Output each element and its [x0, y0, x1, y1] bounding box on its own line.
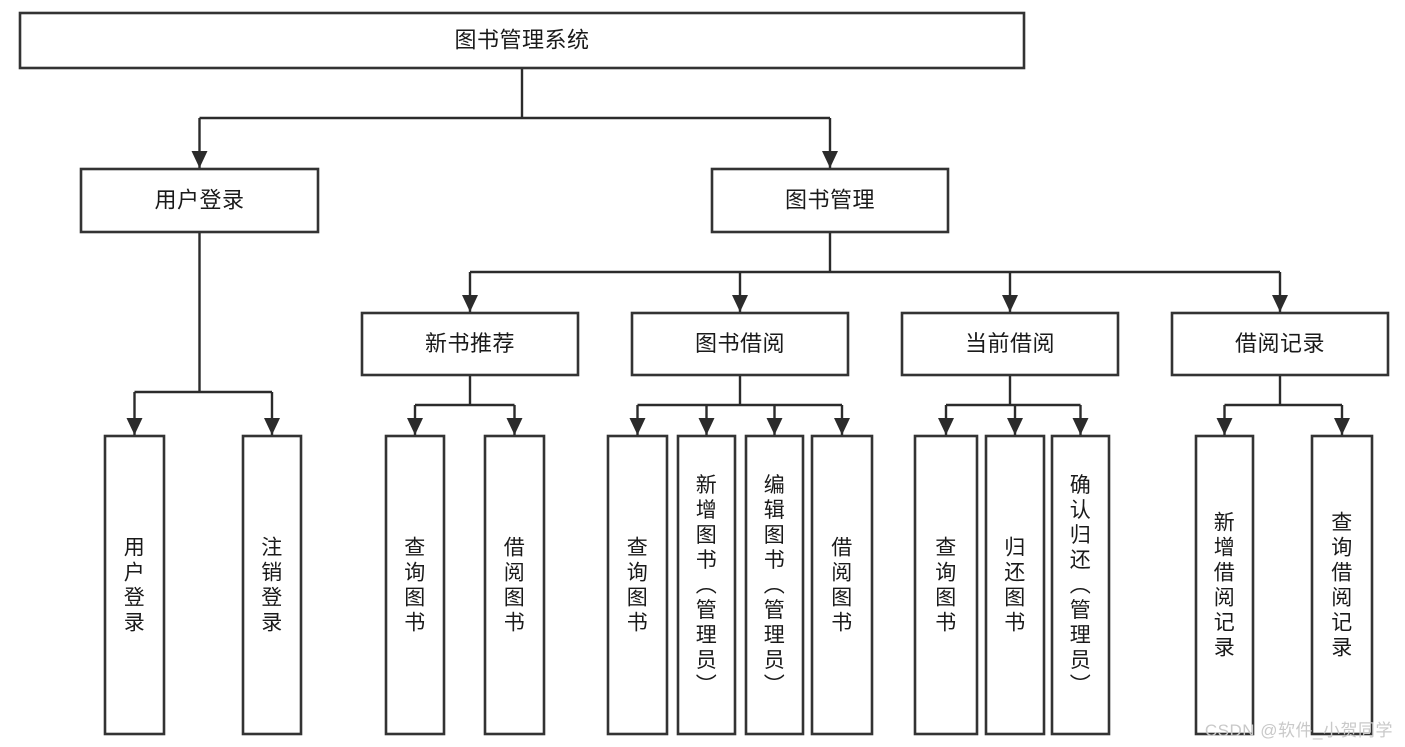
node-label: 查询图书	[935, 537, 957, 635]
node-label: 用户登录	[154, 187, 244, 212]
nodes-layer: 图书管理系统用户登录图书管理新书推荐图书借阅当前借阅借阅记录用户登录注销登录查询…	[18, 11, 1390, 736]
edge-arrowhead	[1072, 418, 1089, 435]
node-label: 归还图书	[1004, 537, 1026, 635]
edge-group-book-manage	[462, 232, 1288, 312]
node-root-图书管理系统-0[interactable]: 图书管理系统	[18, 11, 1026, 70]
edge-arrowhead	[698, 418, 715, 435]
node-l3-新书推荐-0[interactable]: 新书推荐	[360, 311, 580, 377]
node-label: 新增图书︵管理员︶	[696, 474, 718, 697]
node-leaf-查询借阅记录-12[interactable]: 查询借阅记录	[1310, 434, 1374, 736]
edges-layer	[126, 68, 1350, 435]
node-leaf-用户登录-0[interactable]: 用户登录	[103, 434, 166, 736]
node-box[interactable]	[384, 434, 446, 736]
node-leaf-新增借阅记录-11[interactable]: 新增借阅记录	[1194, 434, 1255, 736]
node-leaf-查询图书-4[interactable]: 查询图书	[606, 434, 669, 736]
edge-arrowhead	[191, 151, 208, 168]
node-label: 借阅图书	[831, 537, 853, 635]
node-label: 查询图书	[627, 537, 649, 635]
node-label: 借阅记录	[1235, 331, 1325, 356]
edge-arrowhead	[506, 418, 523, 435]
node-label: 编辑图书︵管理员︶	[764, 474, 786, 697]
node-l3-图书借阅-1[interactable]: 图书借阅	[630, 311, 850, 377]
node-box[interactable]	[241, 434, 303, 736]
node-l2-用户登录-0[interactable]: 用户登录	[79, 167, 320, 234]
node-box[interactable]	[18, 11, 1026, 70]
node-leaf-查询图书-8[interactable]: 查询图书	[913, 434, 979, 736]
node-label: 确认归还︵管理员︶	[1070, 474, 1092, 697]
edge-arrowhead	[822, 151, 838, 168]
edge-arrowhead	[462, 295, 478, 312]
node-box[interactable]	[744, 434, 805, 736]
node-box[interactable]	[1170, 311, 1390, 377]
node-box[interactable]	[606, 434, 669, 736]
node-leaf-确认归还-管理员-10[interactable]: 确认归还︵管理员︶	[1050, 434, 1111, 736]
node-leaf-归还图书-9[interactable]: 归还图书	[984, 434, 1046, 736]
node-box[interactable]	[676, 434, 737, 736]
edge-arrowhead	[1334, 418, 1350, 435]
edge-arrowhead	[264, 418, 280, 435]
node-label: 新增借阅记录	[1214, 512, 1236, 660]
edge-arrowhead	[1002, 295, 1018, 312]
edge-group-current-borrow	[938, 375, 1089, 435]
node-label: 注销登录	[261, 537, 283, 635]
edge-arrowhead	[1272, 295, 1288, 312]
edge-group-borrow	[629, 375, 850, 435]
node-label: 查询图书	[404, 537, 426, 635]
node-label: 新书推荐	[425, 331, 515, 356]
node-box[interactable]	[1310, 434, 1374, 736]
watermark-text: CSDN @软件_小贺同学	[1204, 721, 1393, 740]
node-leaf-借阅图书-3[interactable]: 借阅图书	[483, 434, 546, 736]
node-leaf-查询图书-2[interactable]: 查询图书	[384, 434, 446, 736]
node-label: 当前借阅	[965, 331, 1055, 356]
node-label: 图书管理	[785, 187, 875, 212]
edge-arrowhead	[732, 295, 748, 312]
node-box[interactable]	[1194, 434, 1255, 736]
node-label: 借阅图书	[504, 537, 526, 635]
edge-arrowhead	[938, 418, 954, 435]
node-box[interactable]	[103, 434, 166, 736]
edge-arrowhead	[834, 418, 850, 435]
edge-group-user-login	[126, 232, 280, 435]
node-box[interactable]	[913, 434, 979, 736]
node-box[interactable]	[483, 434, 546, 736]
node-label: 用户登录	[124, 537, 146, 635]
node-box[interactable]	[710, 167, 950, 234]
node-label: 图书管理系统	[454, 27, 589, 52]
edge-arrowhead	[407, 418, 423, 435]
node-label: 查询借阅记录	[1331, 512, 1353, 660]
node-l2-图书管理-1[interactable]: 图书管理	[710, 167, 950, 234]
edge-arrowhead	[126, 418, 143, 435]
node-box[interactable]	[360, 311, 580, 377]
node-box[interactable]	[1050, 434, 1111, 736]
edge-arrowhead	[1216, 418, 1233, 435]
node-leaf-注销登录-1[interactable]: 注销登录	[241, 434, 303, 736]
edge-arrowhead	[1007, 418, 1023, 435]
node-box[interactable]	[79, 167, 320, 234]
node-leaf-新增图书-管理员-5[interactable]: 新增图书︵管理员︶	[676, 434, 737, 736]
node-l3-当前借阅-2[interactable]: 当前借阅	[900, 311, 1120, 377]
node-box[interactable]	[630, 311, 850, 377]
node-leaf-借阅图书-7[interactable]: 借阅图书	[810, 434, 874, 736]
node-box[interactable]	[810, 434, 874, 736]
edge-arrowhead	[629, 418, 646, 435]
node-label: 图书借阅	[695, 331, 785, 356]
edge-arrowhead	[766, 418, 783, 435]
edge-group-root	[191, 68, 838, 168]
node-l3-借阅记录-3[interactable]: 借阅记录	[1170, 311, 1390, 377]
node-box[interactable]	[900, 311, 1120, 377]
node-leaf-编辑图书-管理员-6[interactable]: 编辑图书︵管理员︶	[744, 434, 805, 736]
node-box[interactable]	[984, 434, 1046, 736]
edge-group-new-book	[407, 375, 523, 435]
edge-group-borrow-record	[1216, 375, 1350, 435]
